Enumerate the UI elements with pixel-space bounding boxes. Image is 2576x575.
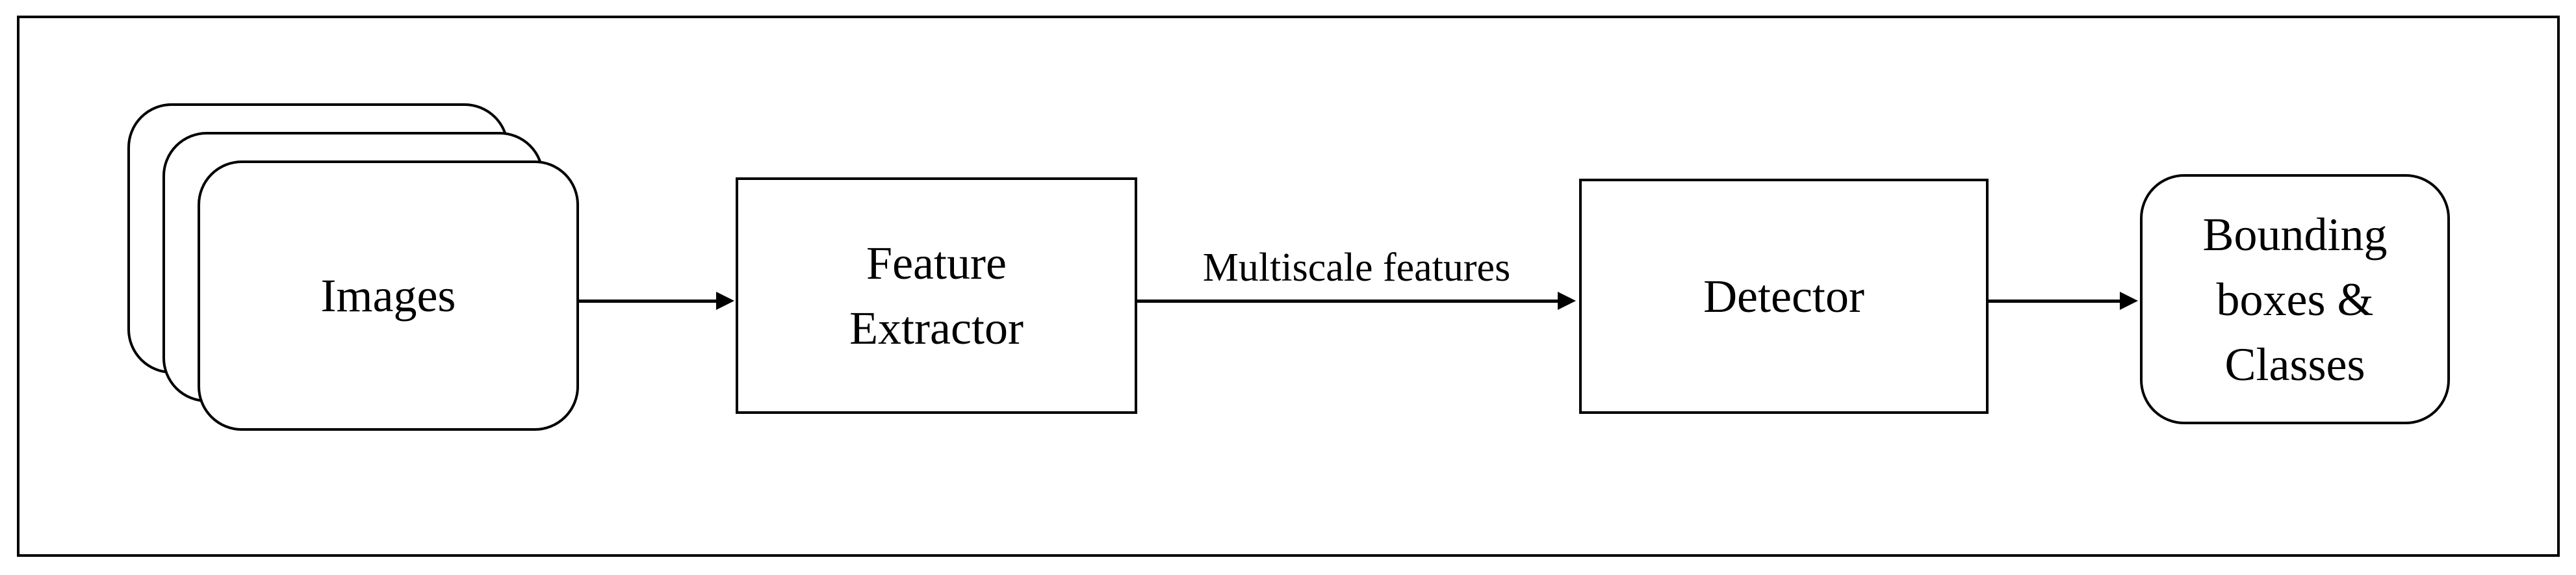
arrowhead-icon: [716, 292, 734, 310]
arrow-images-to-feature-extractor: [579, 300, 718, 303]
arrow-detector-to-output: [1989, 300, 2122, 303]
arrow-feature-extractor-to-detector: [1137, 300, 1560, 303]
detector-label: Detector: [1703, 270, 1864, 322]
feature-extractor-label-line2: Extractor: [849, 302, 1024, 354]
node-images: Images: [198, 160, 579, 431]
output-label-line1: Bounding: [2202, 208, 2388, 261]
output-label-line2: boxes &: [2216, 273, 2374, 326]
edge-label-multiscale-features: Multiscale features: [1202, 246, 1511, 290]
arrowhead-icon: [1558, 292, 1576, 310]
node-detector: Detector: [1579, 179, 1989, 414]
node-output-bounding-boxes-classes: Bounding boxes & Classes: [2140, 174, 2450, 424]
feature-extractor-label-line1: Feature: [866, 237, 1007, 289]
images-label: Images: [320, 270, 456, 322]
node-feature-extractor: Feature Extractor: [736, 177, 1137, 414]
arrowhead-icon: [2120, 292, 2138, 310]
output-label-line3: Classes: [2224, 338, 2365, 390]
